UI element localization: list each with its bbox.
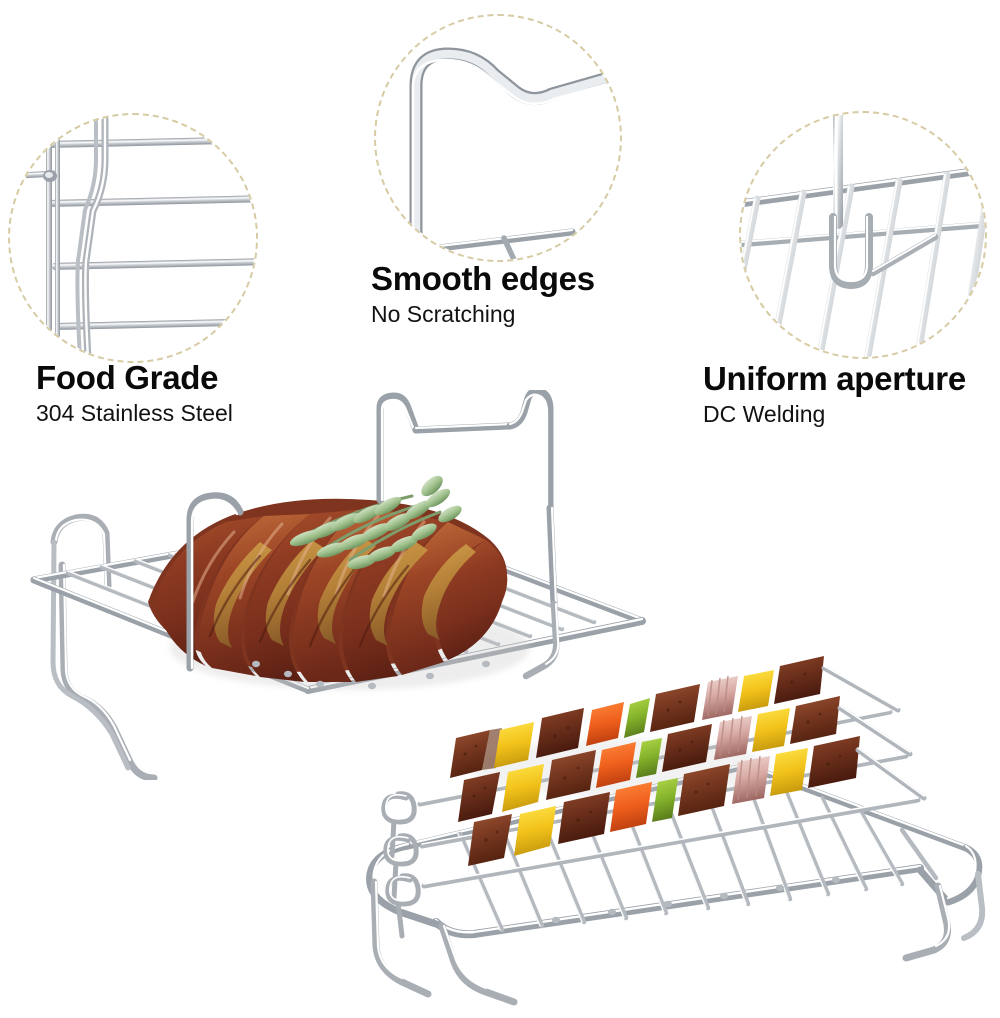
label-smooth-edges: Smooth edges No Scratching	[371, 260, 691, 328]
kebab-skewer-front	[468, 736, 860, 866]
callout-detail-uniform-aperture	[741, 113, 985, 357]
callout-circle-uniform-aperture	[739, 111, 987, 359]
product-upper-rack	[20, 387, 660, 782]
rosemary-garnish	[289, 475, 462, 570]
uniform-aperture-detail-icon	[741, 113, 985, 357]
label-food-grade-subtitle: 304 Stainless Steel	[36, 400, 233, 427]
lower-rack-illustration	[366, 656, 986, 1006]
callout-circle-smooth-edges	[374, 14, 622, 262]
label-food-grade: Food Grade 304 Stainless Steel	[36, 359, 356, 427]
label-uniform-aperture: Uniform aperture DC Welding	[703, 360, 1000, 428]
welded-grid-detail-icon	[10, 115, 256, 361]
smooth-edge-detail-icon	[402, 47, 615, 260]
callout-detail-food-grade	[10, 115, 256, 361]
label-food-grade-title: Food Grade	[36, 359, 219, 396]
label-smooth-edges-title: Smooth edges	[371, 260, 595, 297]
kebab-skewer-middle	[458, 696, 840, 822]
steak-food	[148, 498, 530, 690]
label-uniform-aperture-title: Uniform aperture	[703, 360, 966, 397]
label-uniform-aperture-subtitle: DC Welding	[703, 401, 826, 428]
upper-rack-illustration	[30, 387, 646, 782]
product-lower-rack	[350, 650, 1000, 1010]
label-smooth-edges-subtitle: No Scratching	[371, 301, 516, 328]
callout-circle-food-grade	[8, 113, 258, 363]
callout-detail-smooth-edges	[376, 16, 620, 260]
